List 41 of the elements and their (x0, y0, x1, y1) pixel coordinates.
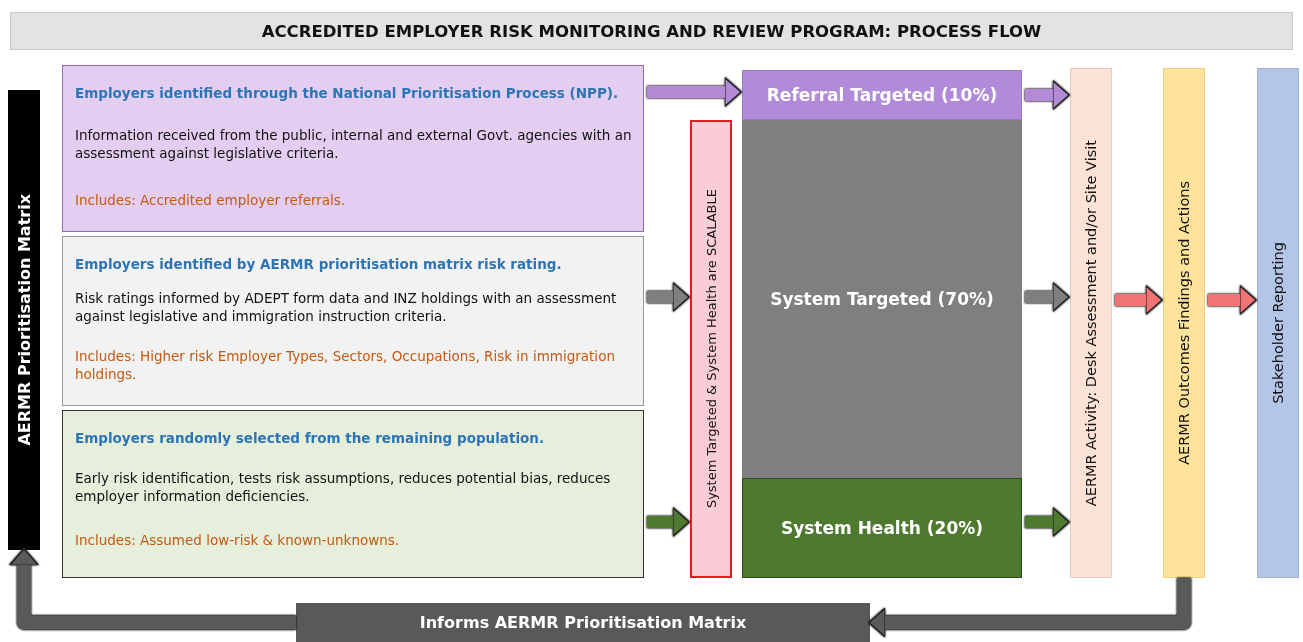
block-arrow (1025, 507, 1070, 537)
block-arrow (868, 578, 1191, 638)
source-panel (62, 410, 644, 578)
panel-heading: Employers identified by AERMR prioritisation matrix risk rating. (75, 255, 563, 274)
scalable-note-bar (690, 120, 732, 578)
vertical-label: Stakeholder Reporting (1270, 242, 1286, 404)
block-arrow (1115, 285, 1163, 315)
panel-includes-note: Includes: Accredited employer referrals. (75, 191, 347, 210)
panel-heading: Employers randomly selected from the remaining population. (75, 429, 546, 448)
block-arrow (647, 77, 742, 107)
block-arrow (647, 282, 690, 312)
source-panel (62, 236, 644, 406)
block-label: System Health (20%) (780, 518, 984, 538)
panel-includes-note: Includes: Assumed low-risk & known-unknowns. (75, 531, 401, 550)
category-block (742, 70, 1022, 120)
matrix-bar (8, 90, 40, 550)
block-label: Informs AERMR Prioritisation Matrix (419, 613, 747, 632)
title-banner: ACCREDITED EMPLOYER RISK MONITORING AND REVIEW PROGRAM: PROCESS FLOW (10, 12, 1293, 50)
panel-description: Risk ratings informed by ADEPT form data and INZ holdings with an assessment against legislative and immigration instruction criteria. (75, 289, 618, 326)
stage-bar (1070, 68, 1112, 578)
vertical-label: AERMR Outcomes Findings and Actions (1176, 181, 1192, 465)
source-panel (62, 65, 644, 232)
block-arrow (1025, 282, 1070, 312)
stage-bar (1163, 68, 1205, 578)
block-label: System Targeted (70%) (770, 289, 994, 309)
category-block (742, 120, 1022, 478)
category-block (742, 478, 1022, 578)
block-label: Referral Targeted (10%) (766, 85, 998, 105)
block-arrow (647, 507, 690, 537)
vertical-label: System Targeted & System Health are SCALABLE (703, 189, 719, 509)
block-arrow (1208, 285, 1257, 315)
feedback-bar (296, 603, 870, 642)
block-arrow (9, 548, 296, 630)
panel-includes-note: Includes: Higher risk Employer Types, Sectors, Occupations, Risk in immigration holdings. (75, 347, 616, 384)
stage-bar (1257, 68, 1299, 578)
panel-heading: Employers identified through the National Prioritisation Process (NPP). (75, 84, 620, 103)
panel-description: Information received from the public, internal and external Govt. agencies with an assessment against legislative criteria. (75, 126, 633, 163)
vertical-label: AERMR Activity: Desk Assessment and/or Site Visit (1083, 139, 1099, 507)
block-arrow (1025, 80, 1070, 110)
vertical-label: AERMR Prioritisation Matrix (14, 194, 34, 446)
panel-description: Early risk identification, tests risk assumptions, reduces potential bias, reduces employer information deficiencies. (75, 469, 612, 506)
